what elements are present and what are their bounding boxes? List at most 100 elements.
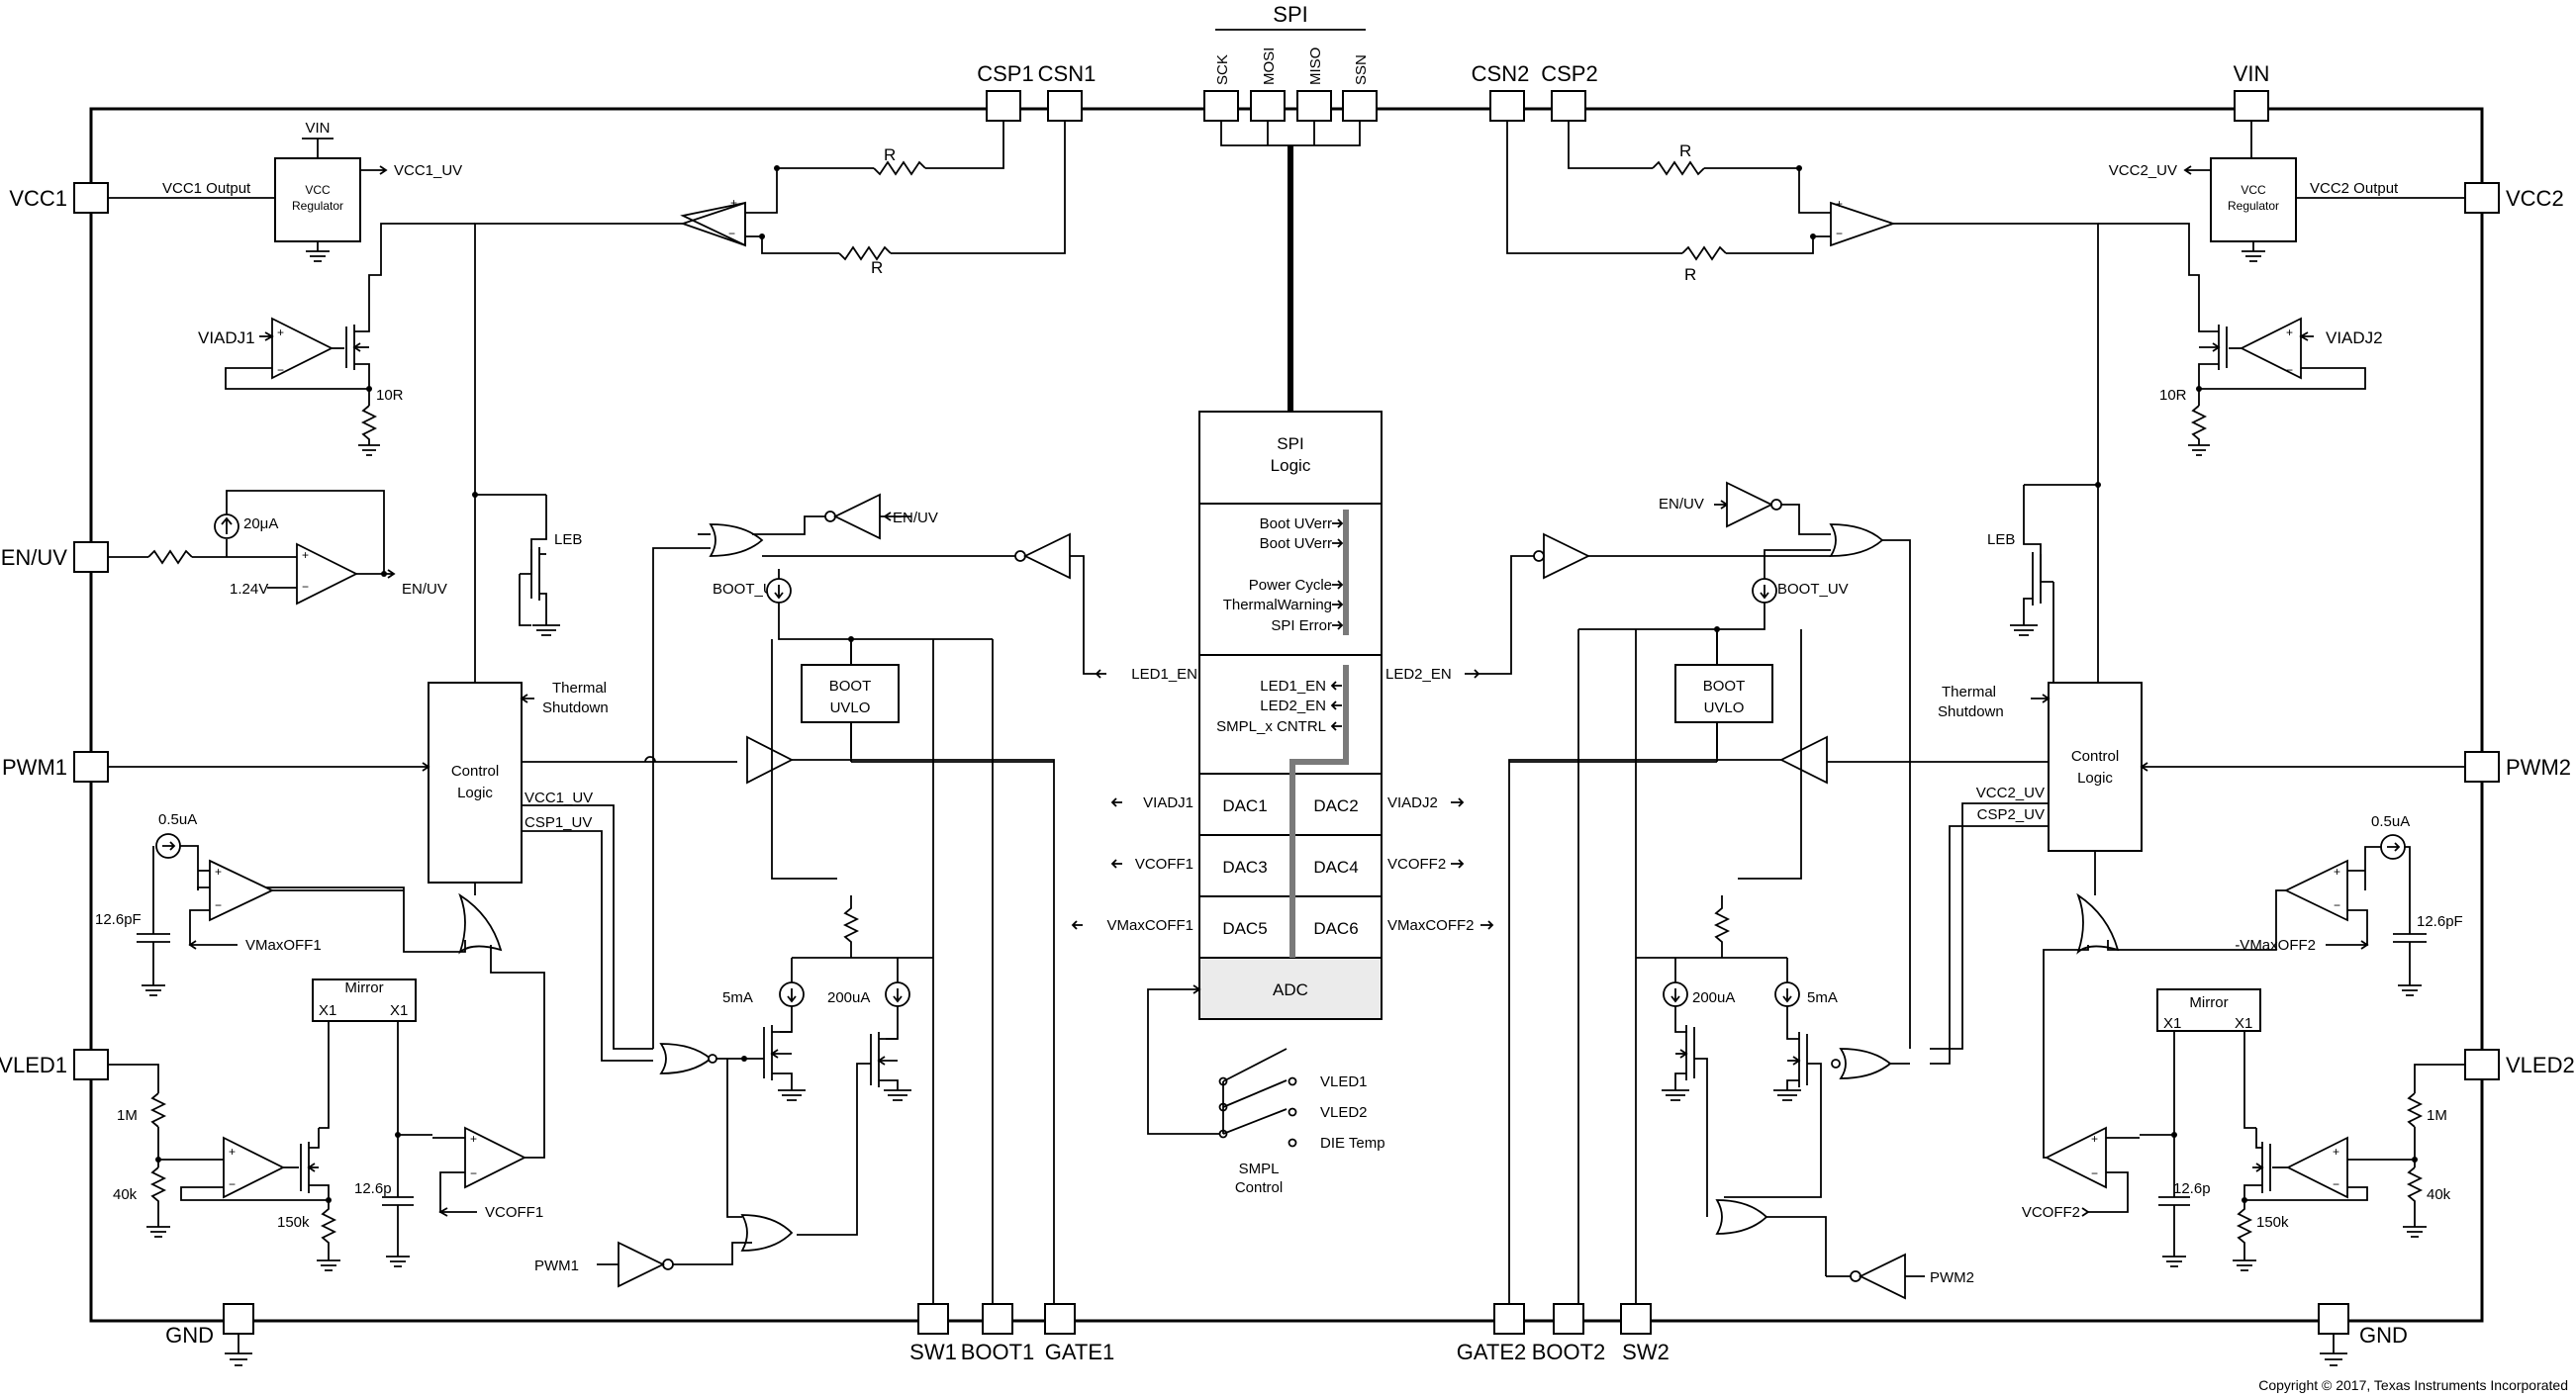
out-viadj1: VIADJ1: [1143, 794, 1193, 811]
status-power-cycle: Power Cycle: [1249, 577, 1332, 594]
right-en-uv-in: EN/UV: [1659, 496, 1704, 513]
left-thermal-1: Thermal: [552, 680, 607, 697]
vmaxoff2-comparator: [2283, 859, 2348, 922]
left-channel: VCC Regulator VIN VCC1 Output VCC1_UV + …: [95, 120, 1097, 1304]
en-comp-plus: +: [302, 548, 309, 562]
left-vcoff: VCOFF1: [485, 1204, 543, 1221]
out-vmaxcoff2: VMaxCOFF2: [1387, 917, 1475, 934]
status-block: [1198, 503, 1383, 656]
dac5-block: [1198, 895, 1291, 959]
control-1-line1: Control: [451, 763, 499, 780]
pin-pwm2: [2464, 751, 2500, 783]
pin-vled1: [73, 1049, 109, 1080]
pin-en-uv-label: EN/UV: [1, 545, 68, 570]
control-reg-block: [1198, 654, 1383, 775]
pin-gate2-label: GATE2: [1457, 1340, 1527, 1364]
viadj1-label: VIADJ1: [198, 328, 255, 347]
cs-amp-2: [1830, 201, 1896, 247]
en-comp-minus: −: [302, 580, 309, 594]
out-led1-en: LED1_EN: [1131, 666, 1197, 683]
vcc1-uv-label: VCC1_UV: [394, 162, 462, 179]
vmax1-minus: −: [215, 898, 222, 912]
cs-amp-2-plus: +: [1836, 197, 1843, 211]
dac6-block: [1289, 895, 1383, 959]
vcc2-reg-line1: VCC: [2241, 183, 2266, 197]
vcoff1-comparator: [464, 1126, 527, 1189]
status-spi-error: SPI Error: [1271, 617, 1332, 634]
pin-vin: [2234, 90, 2269, 122]
left-csp1-uv: CSP1_UV: [525, 814, 592, 831]
dac3-block: [1198, 834, 1291, 897]
or-gate-boot-2: [1829, 523, 1884, 557]
pin-gate1-label: GATE1: [1045, 1340, 1115, 1364]
pin-miso: [1296, 90, 1332, 122]
or-gate-1: [458, 892, 503, 955]
out-viadj2: VIADJ2: [1387, 794, 1438, 811]
control-2-line1: Control: [2071, 748, 2119, 765]
control-2-line2: Logic: [2077, 770, 2113, 787]
pin-vcc1-label: VCC1: [9, 186, 67, 211]
viadj1-plus: +: [277, 326, 284, 339]
right-r10: 10R: [2159, 387, 2187, 404]
top-pins: CSP1 CSN1 CSN2 CSP2 VIN SCK MOSI MISO SS…: [977, 47, 2269, 122]
smpl-label-1: SMPL: [1239, 1161, 1280, 1177]
left-boot-uv: BOOT_UV: [713, 581, 784, 598]
pin-csn2: [1489, 90, 1525, 122]
right-leb: LEB: [1987, 531, 2015, 548]
vcoff1-minus: −: [470, 1166, 477, 1180]
dac6-label: DAC6: [1313, 919, 1358, 938]
right-vcc2-uv: VCC2_UV: [1976, 785, 2045, 801]
left-vcc1-uv: VCC1_UV: [525, 790, 593, 806]
pin-sw2: [1620, 1303, 1652, 1335]
out-led2-en: LED2_EN: [1385, 666, 1452, 683]
spi-logic-line1: SPI: [1277, 434, 1303, 453]
right-r-bottom: R: [1684, 265, 1696, 284]
inv-pwm-1: [618, 1241, 666, 1288]
dac2-block: [1289, 773, 1383, 836]
status-boot-uverr-2: Boot UVerr: [1260, 535, 1332, 552]
inv-en-uv-2: [1726, 481, 1774, 528]
control-1-line2: Logic: [457, 785, 493, 801]
left-i20: 20μA: [243, 515, 278, 532]
vcc1-output-label: VCC1 Output: [162, 180, 251, 197]
bottom-pins: GND GND SW1 BOOT1 GATE1 GATE2 BOOT2 SW2: [165, 1303, 2408, 1366]
pin-miso-label: MISO: [1307, 47, 1324, 85]
pin-ssn-label: SSN: [1353, 54, 1370, 85]
right-c126p: 12.6p: [2173, 1180, 2211, 1197]
vmax1-plus: +: [215, 865, 222, 879]
chip-outline: [89, 107, 2484, 1323]
boot-uvlo-2-line2: UVLO: [1704, 699, 1745, 716]
smpl-label-2: Control: [1235, 1179, 1283, 1196]
viadj2-plus: +: [2286, 326, 2293, 339]
right-pwm2-input: PWM2: [1930, 1269, 1974, 1286]
pin-ssn: [1342, 90, 1378, 122]
right-r-top: R: [1679, 141, 1691, 160]
vcc1-reg-vin: VIN: [305, 120, 330, 137]
or-gate-pwm-1: [740, 1214, 794, 1252]
viadj1-minus: −: [277, 363, 284, 377]
pin-csn2-label: CSN2: [1472, 61, 1530, 86]
copyright-notice: Copyright © 2017, Texas Instruments Inco…: [2258, 1377, 2568, 1393]
viadj2-label: VIADJ2: [2326, 328, 2383, 347]
mux-die-temp: DIE Temp: [1320, 1135, 1385, 1152]
right-csp2-uv: CSP2_UV: [1977, 806, 2045, 823]
gate-driver-1: [746, 735, 794, 785]
dac4-label: DAC4: [1313, 858, 1358, 877]
left-i05: 0.5uA: [158, 811, 197, 828]
right-vmaxoff: -VMaxOFF2: [2235, 937, 2316, 954]
spi-header-label: SPI: [1273, 2, 1307, 27]
pin-vled2: [2464, 1049, 2500, 1080]
right-r150k: 150k: [2256, 1214, 2289, 1231]
pin-pwm1: [73, 751, 109, 783]
control-logic-2: [2048, 682, 2143, 852]
inv-led2-en: [1543, 532, 1591, 580]
mirror-1-label: Mirror: [344, 979, 383, 996]
left-r40k: 40k: [113, 1186, 138, 1203]
pin-boot2-label: BOOT2: [1532, 1340, 1606, 1364]
or-gate-sw-1: [659, 1043, 713, 1074]
right-thermal-1: Thermal: [1942, 684, 1996, 700]
spi-logic-block: [1198, 411, 1383, 505]
pin-gnd-right: [2318, 1303, 2349, 1335]
boot-uvlo-2-line1: BOOT: [1703, 678, 1746, 695]
